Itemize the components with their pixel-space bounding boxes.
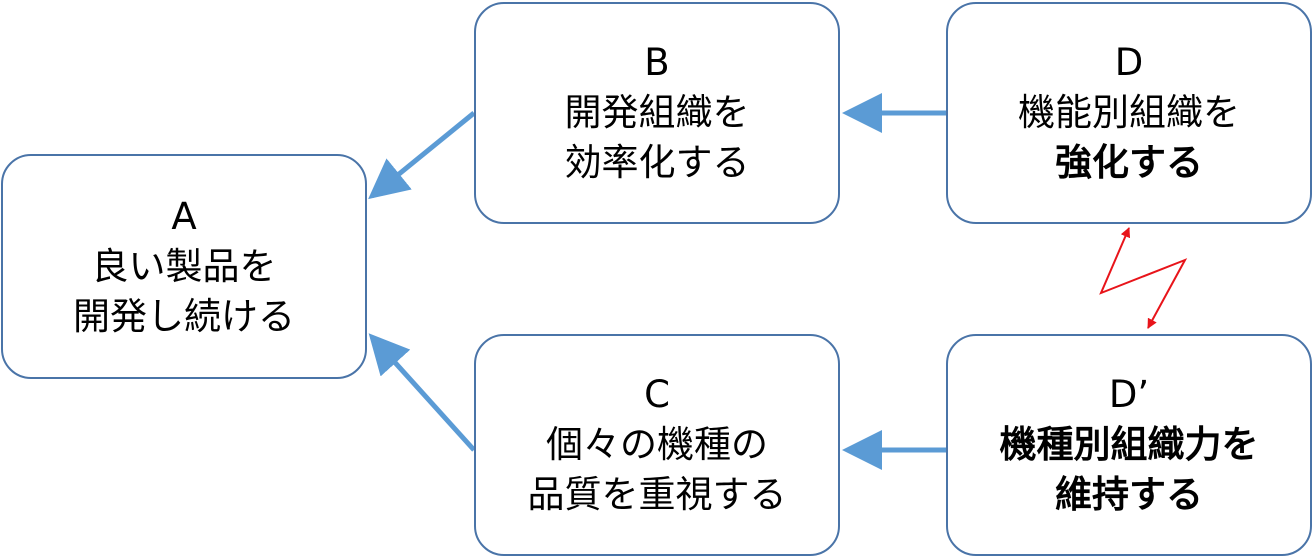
node-d-prime-line1: 機種別組織力を: [999, 423, 1259, 466]
node-a-line2: 開発し続ける: [73, 294, 295, 338]
node-d-prerequisite: D 機能別組織を 強化する: [946, 2, 1312, 224]
conflict-lightning-arrow: [1099, 227, 1188, 329]
node-c-line2: 品質を重視する: [527, 473, 787, 516]
arrow-b-to-a: [368, 111, 476, 200]
node-a-line1: 良い製品を: [91, 244, 277, 288]
arrow-c-to-a: [368, 333, 476, 452]
node-b-line2: 効率化する: [564, 141, 750, 184]
node-b-line1: 開発組織を: [564, 91, 750, 134]
node-d-line2: 強化する: [1055, 141, 1203, 184]
node-b-requirement: B 開発組織を 効率化する: [474, 2, 840, 224]
node-d-prime-line2: 維持する: [1055, 473, 1203, 516]
node-a-letter: A: [171, 194, 197, 238]
node-d-prime-prerequisite: D’ 機種別組織力を 維持する: [946, 334, 1312, 556]
node-c-requirement: C 個々の機種の 品質を重視する: [474, 334, 840, 556]
node-d-line1: 機能別組織を: [1018, 91, 1240, 134]
node-d-prime-letter: D’: [1108, 373, 1150, 416]
node-a-goal: A 良い製品を 開発し続ける: [1, 154, 367, 379]
node-d-letter: D: [1114, 41, 1144, 84]
node-c-line1: 個々の機種の: [546, 423, 768, 466]
node-b-letter: B: [644, 41, 670, 84]
node-c-letter: C: [644, 373, 670, 416]
